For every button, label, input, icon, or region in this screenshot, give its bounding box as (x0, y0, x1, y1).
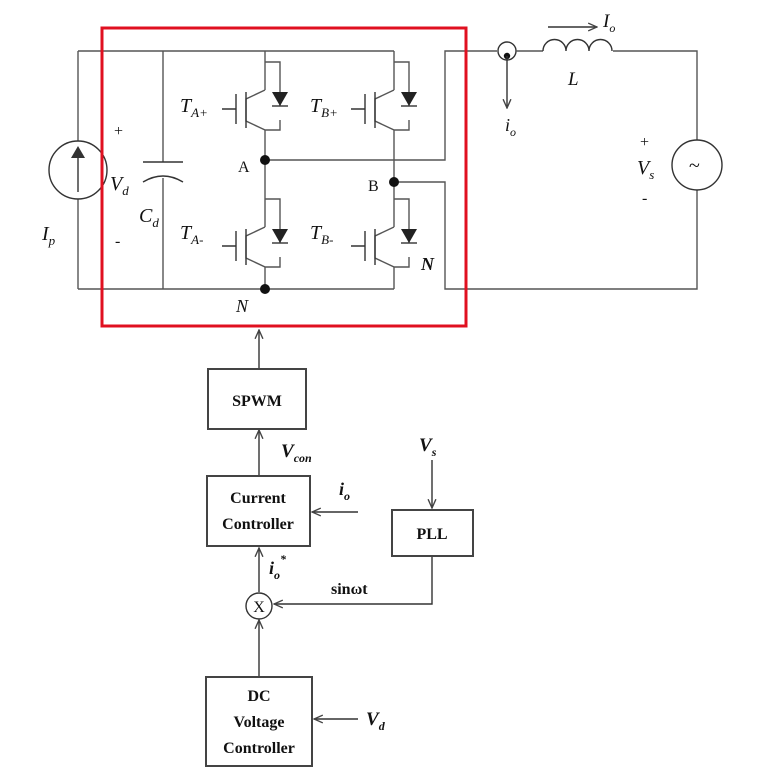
sin-label: sinωt (331, 581, 368, 598)
node-n-right-label: N (420, 254, 435, 274)
vd-minus: - (115, 233, 120, 250)
io-sensor-label: io (505, 115, 516, 139)
dc-voltage-controller-block (205, 676, 313, 767)
vs-input-label: Vs (419, 435, 437, 459)
vcon-label: Vcon (281, 441, 312, 465)
ta-minus-label: TA- (180, 222, 203, 247)
node-b-dot (389, 177, 399, 187)
capacitor-cd (142, 51, 184, 289)
current-controller-line-1: Current (230, 490, 286, 507)
node-n-bottom-label: N (235, 296, 249, 316)
io-line-label: Io (602, 11, 615, 35)
current-sensor (497, 41, 517, 108)
vs-label: Vs (637, 157, 654, 182)
vs-plus: + (640, 134, 649, 151)
node-b-wire (394, 181, 698, 290)
leg-b (351, 51, 417, 289)
control-diagram (205, 330, 474, 767)
node-a-label: A (238, 159, 250, 176)
leg-a (222, 51, 288, 289)
pll-label: PLL (416, 526, 447, 543)
current-source (48, 140, 108, 200)
current-controller-block (206, 475, 311, 547)
grid-top-wire (613, 50, 698, 140)
inductor-l (542, 38, 613, 52)
node-a-dot (260, 155, 270, 165)
multiplier-node (245, 592, 273, 620)
vs-minus: - (642, 190, 647, 207)
io-ref-label: io* (269, 552, 287, 582)
power-circuit (48, 26, 723, 328)
vd-input-label: Vd (366, 709, 386, 733)
io-input-label: io (339, 479, 350, 503)
spwm-block (207, 368, 307, 430)
node-n-dot (260, 284, 270, 294)
node-b-label: B (368, 178, 379, 195)
node-a-wire (265, 50, 497, 161)
inverter-highlight-box (100, 26, 468, 328)
sine-glyph: ~ (689, 155, 700, 177)
pll-to-multiplier-arrow (274, 556, 433, 604)
ip-label: Ip (41, 223, 56, 248)
cd-label: Cd (139, 205, 159, 230)
vd-label: Vd (110, 173, 129, 198)
tb-plus-label: TB+ (310, 95, 338, 120)
ac-source (671, 139, 723, 191)
spwm-label: SPWM (232, 393, 282, 410)
dc-voltage-controller-line-2: Voltage (234, 714, 285, 731)
ta-plus-label: TA+ (180, 95, 208, 120)
multiplier-label: X (253, 599, 265, 616)
vd-plus: + (114, 123, 123, 140)
dc-voltage-controller-line-1: DC (247, 688, 270, 705)
pll-block (391, 509, 474, 557)
tb-minus-label: TB- (310, 222, 333, 247)
inductor-label: L (567, 69, 579, 90)
dc-voltage-controller-line-3: Controller (223, 740, 295, 757)
current-controller-line-2: Controller (222, 516, 294, 533)
